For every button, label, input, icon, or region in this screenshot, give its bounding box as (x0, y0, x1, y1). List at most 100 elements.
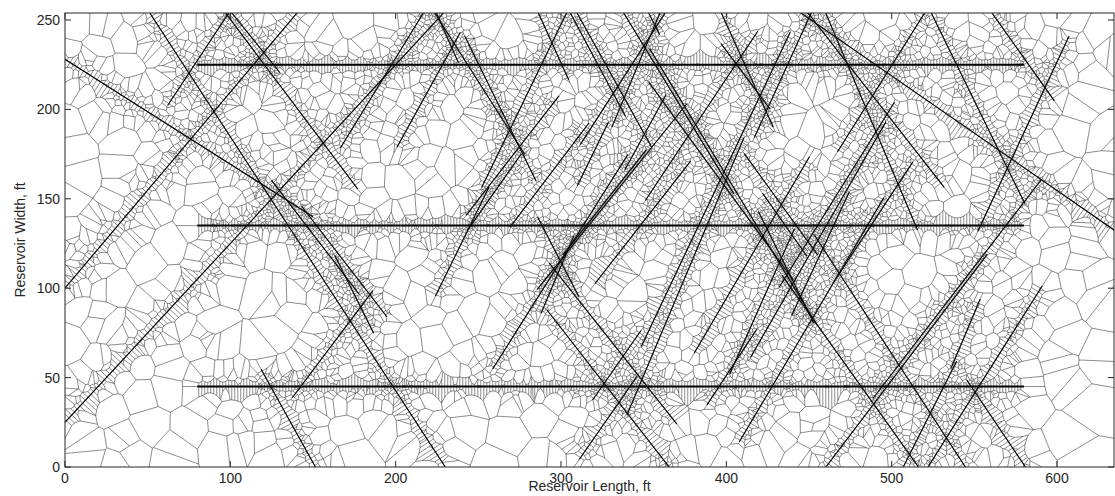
hydraulic-fracture (197, 225, 1024, 227)
y-tick (1108, 198, 1114, 199)
natural-fracture (131, 13, 445, 467)
tick-label: 250 (37, 12, 60, 28)
natural-fracture (272, 180, 359, 293)
x-tick (891, 461, 892, 467)
natural-fracture (789, 13, 944, 187)
hydraulic-fracture (197, 64, 1024, 66)
natural-fracture (914, 13, 1025, 204)
tick-label: 600 (1045, 470, 1068, 486)
natural-fracture (579, 376, 637, 459)
natural-fracture (261, 369, 350, 467)
natural-fracture (730, 229, 795, 374)
y-tick (1108, 467, 1114, 468)
natural-fracture (791, 254, 987, 467)
natural-fracture (951, 299, 980, 368)
natural-fracture (397, 32, 460, 147)
natural-fracture (595, 161, 691, 284)
y-tick (65, 198, 71, 199)
natural-fracture (340, 13, 465, 148)
natural-fracture (65, 59, 313, 216)
natural-fracture (694, 157, 809, 354)
natural-fracture (858, 286, 1042, 467)
y-tick (1108, 109, 1114, 110)
natural-fracture (625, 95, 666, 170)
natural-fracture (588, 13, 734, 194)
tick-label: 50 (44, 370, 60, 386)
y-tick (65, 288, 71, 289)
natural-fracture (302, 206, 387, 317)
natural-fracture (967, 380, 1058, 467)
natural-fracture (814, 234, 979, 467)
natural-fracture (549, 263, 677, 424)
natural-fracture (335, 255, 374, 333)
x-tick (726, 13, 727, 19)
natural-fracture (779, 102, 894, 287)
y-tick (1108, 20, 1114, 21)
natural-fracture (627, 137, 744, 415)
y-tick (1108, 288, 1114, 289)
x-tick (726, 461, 727, 467)
y-tick (1108, 377, 1114, 378)
natural-fracture (228, 13, 280, 73)
x-tick (230, 461, 231, 467)
natural-fracture (593, 331, 641, 400)
natural-fracture (435, 187, 489, 297)
natural-fracture (751, 122, 886, 358)
natural-fracture (537, 103, 687, 289)
natural-fracture (292, 291, 373, 398)
x-tick (395, 461, 396, 467)
y-tick (65, 109, 71, 110)
natural-fracture (538, 217, 579, 297)
x-tick (1057, 13, 1058, 19)
natural-fracture (645, 31, 757, 200)
natural-fracture (547, 310, 728, 467)
natural-fracture (873, 179, 1042, 398)
tick-label: 0 (61, 470, 69, 486)
natural-fracture (759, 13, 1114, 265)
tick-label: 150 (37, 191, 60, 207)
natural-fracture (978, 36, 1069, 232)
natural-fracture (65, 13, 470, 422)
tick-label: 100 (219, 470, 242, 486)
x-tick (1057, 461, 1058, 467)
axis-title: Reservoir Length, ft (528, 478, 650, 494)
natural-fracture (663, 13, 773, 127)
natural-fracture (838, 13, 979, 152)
x-tick (65, 461, 66, 467)
y-tick (65, 467, 71, 468)
tick-label: 0 (52, 459, 60, 475)
natural-fracture (468, 154, 521, 230)
natural-fracture (555, 13, 626, 116)
hydraulic-fracture (197, 386, 1024, 388)
natural-fracture (466, 96, 559, 216)
natural-fracture (154, 13, 357, 189)
natural-fracture (428, 13, 458, 63)
natural-fracture (168, 13, 265, 105)
natural-fracture (802, 13, 917, 230)
x-tick (561, 461, 562, 467)
natural-fracture (782, 275, 945, 467)
tick-label: 200 (37, 101, 60, 117)
tick-label: 100 (37, 280, 60, 296)
x-tick (891, 13, 892, 19)
x-tick (561, 13, 562, 19)
plot-frame (65, 13, 1114, 467)
voronoi-mesh (65, 13, 1114, 467)
natural-fracture (612, 13, 670, 127)
natural-fracture (465, 36, 536, 181)
tick-label: 500 (880, 470, 903, 486)
y-tick (65, 377, 71, 378)
x-tick (230, 13, 231, 19)
natural-fracture (957, 13, 1055, 101)
y-tick (65, 20, 71, 21)
tick-label: 400 (715, 470, 738, 486)
natural-fracture (580, 13, 695, 145)
natural-fracture (744, 153, 817, 255)
natural-fracture (65, 13, 321, 288)
x-tick (65, 13, 66, 19)
natural-fracture (754, 13, 843, 138)
natural-fracture (510, 123, 589, 227)
natural-fracture (649, 82, 793, 280)
